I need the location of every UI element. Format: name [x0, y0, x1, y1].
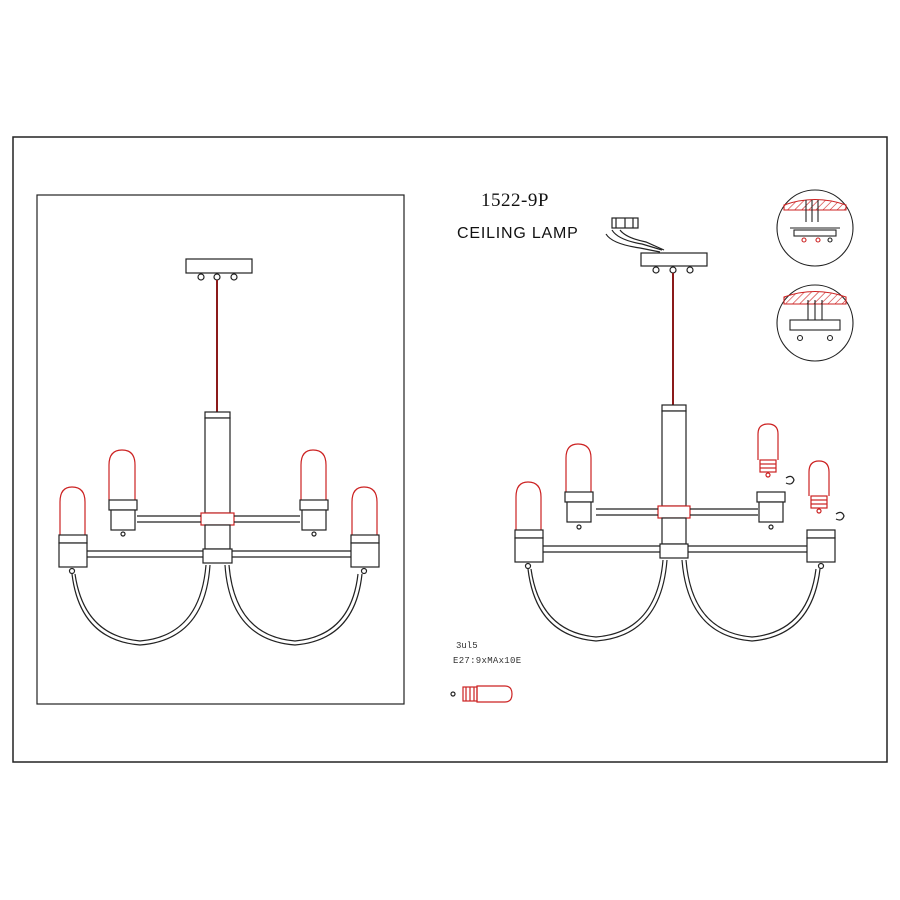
hook-icon	[785, 475, 795, 485]
bulb-icon	[450, 685, 513, 703]
bulb-spec-label: E27:9xMAx10E	[453, 656, 522, 666]
product-type: CEILING LAMP	[457, 225, 579, 242]
bulb-quantity-label: 3ul5	[456, 641, 478, 651]
bulb-icon	[757, 423, 779, 460]
outer-frame	[12, 136, 888, 763]
wiring-detail-icon	[776, 189, 854, 362]
ceiling-lamp-drawing	[58, 258, 380, 646]
model-number: 1522-9P	[481, 190, 549, 211]
front-view-frame	[36, 194, 405, 705]
exploded-view-drawing	[514, 217, 845, 642]
